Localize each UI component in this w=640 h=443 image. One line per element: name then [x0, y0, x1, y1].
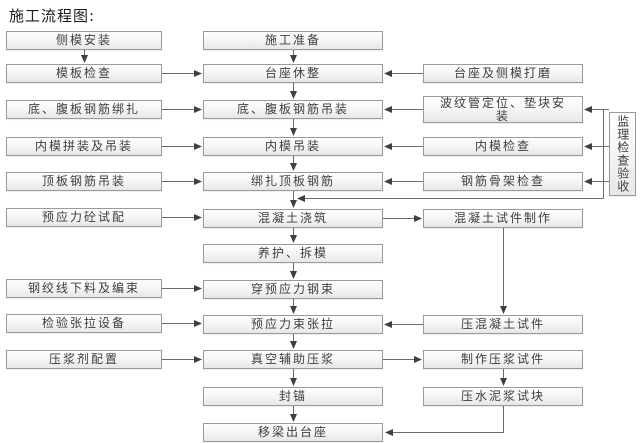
node-anchor-sealing: 封锚	[203, 387, 383, 406]
node-duct-positioning: 波纹管定位、垫块安装	[423, 96, 583, 123]
node-cement-grout-block-test: 压水泥浆试块	[423, 387, 583, 406]
node-tendon-tensioning: 预应力束张拉	[203, 315, 383, 334]
node-concrete-specimen-test: 压混凝土试件	[423, 315, 583, 334]
node-top-plate-rebar-hoist: 顶板钢筋吊装	[6, 172, 162, 191]
node-tension-equipment-check: 检验张拉设备	[6, 314, 162, 333]
node-beam-removal: 移梁出台座	[203, 423, 383, 442]
node-formwork-check: 模板检查	[6, 64, 162, 83]
node-thread-prestress-tendon: 穿预应力钢束	[203, 280, 383, 299]
node-grout-specimen-making: 制作压浆试件	[423, 350, 583, 369]
node-vacuum-grouting: 真空辅助压浆	[203, 350, 383, 369]
node-bottom-web-rebar-binding: 底、腹板钢筋绑扎	[6, 100, 162, 119]
node-pedestal-repair: 台座休整	[203, 64, 383, 83]
node-grout-agent-prep: 压浆剂配置	[6, 350, 162, 369]
page-title: 施工流程图:	[9, 7, 96, 25]
node-pedestal-mold-grinding: 台座及侧模打磨	[423, 64, 583, 83]
node-inner-mold-hoist: 内模吊装	[203, 137, 383, 156]
node-side-mold-install: 侧模安装	[6, 31, 162, 50]
node-prestress-concrete-trial-mix: 预应力砼试配	[6, 208, 162, 227]
node-concrete-specimen-making: 混凝土试件制作	[423, 209, 583, 228]
node-supervision-inspection: 监理检查验收	[609, 112, 636, 196]
node-construction-prep: 施工准备	[203, 31, 383, 50]
node-rebar-cage-check: 钢筋骨架检查	[423, 172, 583, 191]
node-inner-mold-check: 内模检查	[423, 137, 583, 156]
node-concrete-pouring: 混凝土浇筑	[203, 209, 383, 228]
node-bottom-web-rebar-hoist: 底、腹板钢筋吊装	[203, 100, 383, 119]
node-inner-mold-assembly: 内模拼装及吊装	[6, 137, 162, 156]
node-curing-demold: 养护、拆模	[203, 244, 383, 263]
node-top-plate-rebar-binding: 绑扎顶板钢筋	[203, 172, 383, 191]
node-strand-cutting-bundling: 钢绞线下料及编束	[6, 279, 162, 298]
